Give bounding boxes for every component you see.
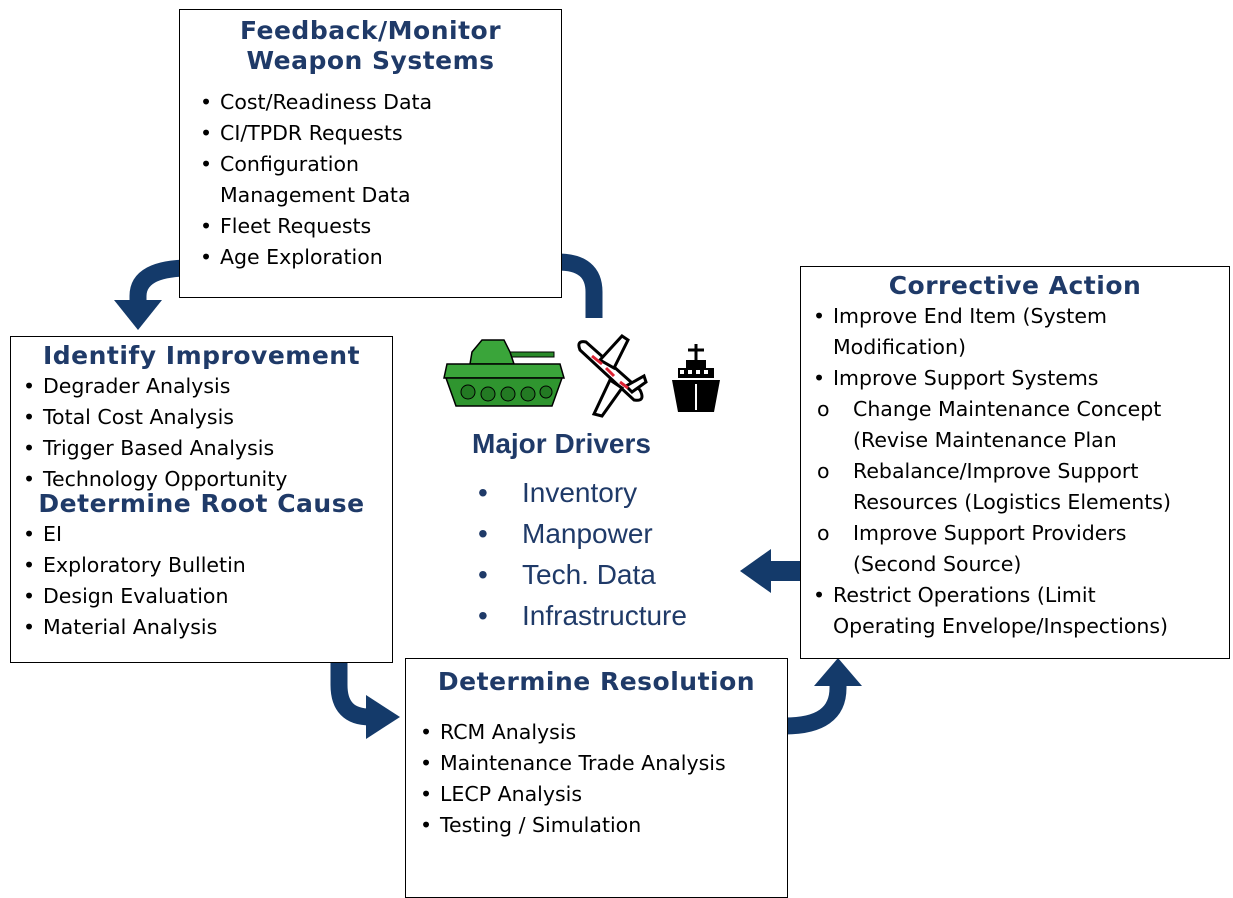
list-item: Testing / Simulation	[414, 810, 787, 841]
driver-item: Inventory	[470, 472, 687, 513]
list-item-continuation: Operating Envelope/Inspections)	[833, 614, 1169, 638]
identify-improvement-box: Identify Improvement Degrader Analysis T…	[10, 336, 393, 663]
list-item: Technology Opportunity	[17, 464, 392, 495]
feedback-monitor-box: Feedback/Monitor Weapon Systems Cost/Rea…	[179, 9, 562, 298]
determine-resolution-box: Determine Resolution RCM Analysis Mainte…	[405, 658, 788, 898]
airplane-icon	[577, 334, 648, 418]
corrective-action-box: Corrective Action Improve End Item (Syst…	[800, 266, 1230, 659]
arrow-drivers-to-feedback	[557, 253, 603, 318]
list-item: EI	[17, 519, 392, 550]
sub-list-item: Rebalance/Improve Support	[807, 456, 1229, 487]
list-item: Exploratory Bulletin	[17, 550, 392, 581]
arrow-identify-to-resolution-head	[366, 695, 400, 739]
identify-list: Degrader Analysis Total Cost Analysis Tr…	[17, 371, 392, 495]
sub-list-item-continuation: Resources (Logistics Elements)	[853, 490, 1171, 514]
list-item: Age Exploration	[194, 242, 561, 273]
list-item: Maintenance Trade Analysis	[414, 748, 787, 779]
sub-list-item: Change Maintenance Concept	[807, 394, 1229, 425]
driver-item: Infrastructure	[470, 595, 687, 636]
list-item: Total Cost Analysis	[17, 402, 392, 433]
sub-list-item-continuation: (Second Source)	[853, 552, 1022, 576]
resolution-title: Determine Resolution	[437, 667, 756, 696]
list-item: RCM Analysis	[414, 717, 787, 748]
ship-icon	[672, 344, 720, 412]
major-drivers-title: Major Drivers	[472, 428, 651, 459]
list-item: Trigger Based Analysis	[17, 433, 392, 464]
sub-list-item-continuation: (Revise Maintenance Plan	[853, 428, 1117, 452]
root-cause-list: EI Exploratory Bulletin Design Evaluatio…	[17, 519, 392, 643]
list-item: Configuration	[194, 149, 561, 180]
list-item: Restrict Operations (Limit	[807, 580, 1229, 611]
list-item: Fleet Requests	[194, 211, 561, 242]
arrow-resolution-to-corrective-head	[814, 658, 862, 686]
list-item-continuation: Modification)	[833, 335, 966, 359]
arrow-feedback-to-identify-head	[114, 300, 162, 330]
list-item: LECP Analysis	[414, 779, 787, 810]
list-item: CI/TPDR Requests	[194, 118, 561, 149]
list-item: Improve End Item (System	[807, 301, 1229, 332]
list-item: Cost/Readiness Data	[194, 87, 561, 118]
feedback-list: Cost/Readiness Data CI/TPDR Requests Con…	[194, 87, 561, 273]
corrective-title: Corrective Action	[888, 271, 1142, 300]
list-item: Degrader Analysis	[17, 371, 392, 402]
resolution-list: RCM Analysis Maintenance Trade Analysis …	[414, 717, 787, 841]
list-item-continuation: Management Data	[220, 183, 411, 207]
arrow-resolution-to-corrective	[784, 682, 847, 735]
arrow-corrective-to-drivers	[768, 561, 808, 581]
identify-title: Identify Improvement	[42, 341, 361, 370]
arrow-identify-to-resolution	[330, 652, 371, 726]
tank-icon	[443, 339, 565, 407]
sub-list-item: Improve Support Providers	[807, 518, 1229, 549]
major-drivers-list: Inventory Manpower Tech. Data Infrastruc…	[470, 472, 687, 636]
feedback-title-line2: Weapon Systems	[246, 46, 495, 75]
driver-item: Tech. Data	[470, 554, 687, 595]
arrow-corrective-to-drivers-head	[740, 549, 771, 593]
corrective-list: Improve End Item (System Modification) I…	[807, 301, 1229, 642]
driver-item: Manpower	[470, 513, 687, 554]
feedback-title-line1: Feedback/Monitor	[239, 16, 502, 45]
list-item: Material Analysis	[17, 612, 392, 643]
list-item: Improve Support Systems	[807, 363, 1229, 394]
feedback-title: Feedback/Monitor Weapon Systems	[180, 10, 561, 76]
list-item: Design Evaluation	[17, 581, 392, 612]
